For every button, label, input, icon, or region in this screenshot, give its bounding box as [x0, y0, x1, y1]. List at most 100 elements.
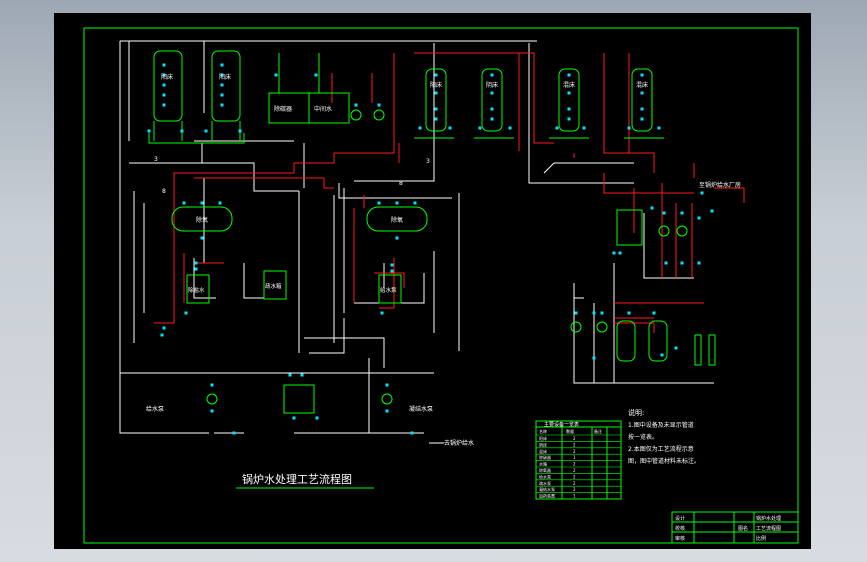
tb-checker: 校核 — [675, 525, 685, 532]
valve-icon — [680, 261, 684, 265]
valve-icon — [574, 311, 578, 315]
valves — [147, 63, 714, 435]
col-d — [481, 68, 503, 132]
valve-icon — [200, 236, 204, 240]
valve-icon — [490, 73, 494, 77]
valve-icon — [657, 126, 661, 130]
valve-icon — [300, 373, 304, 377]
table-cell: 阳床 — [539, 435, 547, 441]
equipment-table-rows — [536, 434, 621, 493]
drawing-text: 锅炉水处理工艺流程图 说明: 1.图中设备及未显示管道 按一览表。 2.本图仅为… — [146, 73, 781, 542]
tb-drawing-name-2: 工艺流程图 — [756, 525, 781, 532]
valve-icon — [385, 409, 389, 413]
label-tank-left: 除盐水 — [188, 286, 205, 294]
valve-icon — [184, 311, 188, 315]
valve-icon — [448, 126, 452, 130]
valve-icon — [180, 129, 184, 133]
label-tank-right: 给水泵 — [380, 286, 397, 294]
table-cell: 2 — [573, 474, 576, 479]
valve-icon — [390, 263, 394, 267]
pump-3 — [570, 321, 582, 333]
pump-4 — [596, 321, 608, 333]
label-deaerator-left: 除氧 — [196, 216, 208, 224]
tb-drawing-name-1: 锅炉水处理 — [756, 515, 781, 522]
valve-icon — [220, 73, 224, 77]
valve-icon — [490, 91, 494, 95]
valve-icon — [162, 83, 166, 87]
valve-icon — [162, 93, 166, 97]
bottle-2 — [708, 334, 716, 366]
valve-icon — [162, 103, 166, 107]
sump-tank — [283, 384, 315, 414]
table-cell: 阴床 — [539, 441, 547, 447]
valve-icon — [210, 409, 214, 413]
drawing-canvas[interactable]: 锅炉水处理工艺流程图 说明: 1.图中设备及未显示管道 按一览表。 2.本图仅为… — [54, 13, 811, 549]
table-cell: 除氧器 — [539, 467, 551, 473]
valve-icon — [162, 73, 166, 77]
label-pump-left: 给水泵 — [146, 405, 164, 413]
valve-icon — [162, 63, 166, 67]
valve-icon — [354, 103, 358, 107]
valve-icon — [220, 93, 224, 97]
valve-icon — [232, 431, 236, 435]
valve-icon — [194, 261, 198, 265]
table-cell: 给水泵 — [539, 473, 551, 479]
valve-icon — [377, 201, 381, 205]
valve-icon — [508, 126, 512, 130]
valve-icon — [627, 126, 631, 130]
valve-icon — [418, 126, 422, 130]
flow-meter-1 — [350, 109, 362, 121]
valve-icon — [592, 356, 596, 360]
valve-icon — [567, 117, 571, 121]
valve-icon — [640, 73, 644, 77]
table-cell: 混床 — [539, 448, 547, 454]
deaerator-left — [171, 206, 233, 232]
bottle-1 — [694, 334, 702, 366]
tb-scale: 比例 — [756, 535, 766, 542]
equipment-table — [535, 420, 622, 500]
label-tank-a: 除碳器 — [274, 105, 292, 113]
valve-icon — [660, 353, 664, 357]
pump-right — [381, 393, 393, 405]
flow-meter-2 — [373, 109, 385, 121]
valve-icon — [200, 201, 204, 205]
valve-icon — [288, 373, 292, 377]
valve-icon — [162, 326, 166, 330]
note-line-4: 图，图中管道材料未标注。 — [628, 457, 700, 465]
tb-approver: 审核 — [675, 535, 685, 542]
valve-icon — [314, 73, 318, 77]
note-line-1: 1.图中设备及未显示管道 — [628, 421, 694, 429]
valve-icon — [377, 103, 381, 107]
valve-icon — [640, 117, 644, 121]
valve-icon — [315, 416, 319, 420]
valve-icon — [652, 311, 656, 315]
tank-b — [308, 92, 350, 124]
valve-icon — [627, 311, 631, 315]
table-cell: 1 — [573, 455, 576, 460]
valve-icon — [434, 91, 438, 95]
valve-icon — [147, 129, 151, 133]
valve-icon — [238, 129, 242, 133]
valve-icon — [664, 261, 668, 265]
valve-icon — [612, 251, 616, 255]
filter-a — [153, 50, 183, 122]
dosing-pump-1 — [658, 225, 670, 237]
valve-icon — [434, 73, 438, 77]
valve-icon — [390, 269, 394, 273]
label-filter-b: 阳床 — [219, 73, 231, 81]
label-outlet: 去锅炉给水 — [444, 439, 474, 447]
table-cell: 2 — [573, 481, 576, 486]
valve-icon — [710, 209, 714, 213]
valve-icon — [490, 107, 494, 111]
valve-icon — [434, 117, 438, 121]
valve-icon — [410, 431, 414, 435]
red-piping — [154, 52, 745, 333]
tank-left — [186, 274, 210, 304]
tank-mid — [263, 270, 287, 300]
label-col-e: 混床 — [563, 81, 575, 89]
table-col-name: 名称 — [539, 428, 547, 434]
valve-icon — [582, 126, 586, 130]
valve-icon — [700, 191, 704, 195]
table-cell: 加药装置 — [539, 493, 555, 499]
tb-designer: 设计 — [675, 515, 685, 522]
